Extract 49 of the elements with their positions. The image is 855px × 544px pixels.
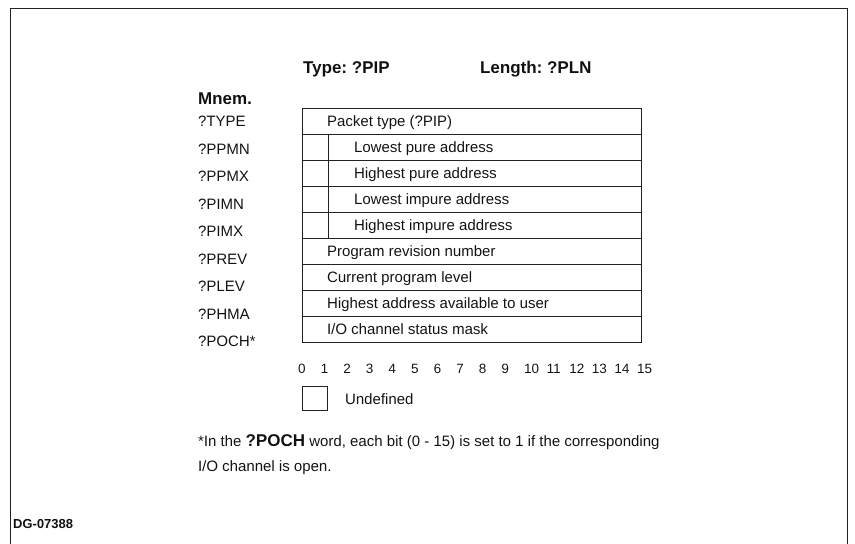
field-row (302, 290, 642, 317)
bit-number: 0 (298, 361, 306, 376)
bit-number: 9 (501, 361, 509, 376)
mnemonic-label: ?PIMX (198, 223, 244, 240)
mnemonic-label: ?PLEV (198, 278, 245, 295)
mnemonic-label: ?PREV (198, 250, 248, 268)
mnemonic-label: ?PHMA (198, 306, 250, 322)
figure-number: DG-07388 (13, 516, 73, 531)
field-row (302, 238, 642, 265)
bit-number: 12 (569, 361, 584, 376)
mnemonic-label: ?POCH* (198, 333, 256, 350)
field-description: Lowest pure address (353, 138, 494, 156)
field-row (302, 212, 642, 239)
bit-number: 7 (456, 361, 464, 376)
field-row (302, 134, 642, 161)
bit-number: 8 (478, 361, 486, 376)
bit-number: 11 (546, 361, 561, 376)
field-row (302, 264, 642, 291)
field-row (302, 186, 642, 213)
bit-number: 6 (434, 361, 442, 376)
column-heading: Mnem. (198, 89, 252, 109)
footnote: *In the ?POCH word, each bit (0 - 15) is set to 1 if the corresponding I/O channel is open. (198, 430, 660, 477)
bit-number: 13 (592, 361, 607, 376)
mnemonic-label: ?PPMX (198, 168, 249, 185)
bit-number: 10 (524, 361, 540, 376)
field-description: Current program level (326, 268, 472, 286)
mnemonic-label: ?PPMN (198, 140, 250, 158)
bit-number: 2 (343, 361, 351, 376)
mnemonic-label: ?PIMN (198, 196, 244, 212)
field-description: Program revision number (326, 242, 496, 260)
field-row (302, 160, 642, 187)
field-description: Lowest impure address (353, 190, 510, 208)
field-description: Highest impure address (353, 216, 512, 234)
bit-number: 1 (320, 361, 328, 376)
header-text: Type: ?PIP (303, 58, 390, 78)
field-description: Highest pure address (353, 164, 497, 182)
bit-number: 15 (637, 361, 652, 376)
field-row (302, 108, 642, 135)
bit-number: 4 (388, 361, 396, 376)
bit-number: 14 (614, 361, 630, 376)
header-text: Length: ?PLN (480, 58, 592, 78)
field-description: I/O channel status mask (326, 320, 488, 338)
field-description: Highest address available to user (326, 294, 549, 312)
legend-text: Undefined (345, 391, 414, 408)
field-description: Packet type (?PIP) (326, 112, 452, 130)
bit-number: 5 (411, 361, 419, 376)
bit-number: 3 (366, 361, 374, 376)
field-row (302, 316, 642, 343)
mnemonic-label: ?TYPE (198, 113, 246, 130)
